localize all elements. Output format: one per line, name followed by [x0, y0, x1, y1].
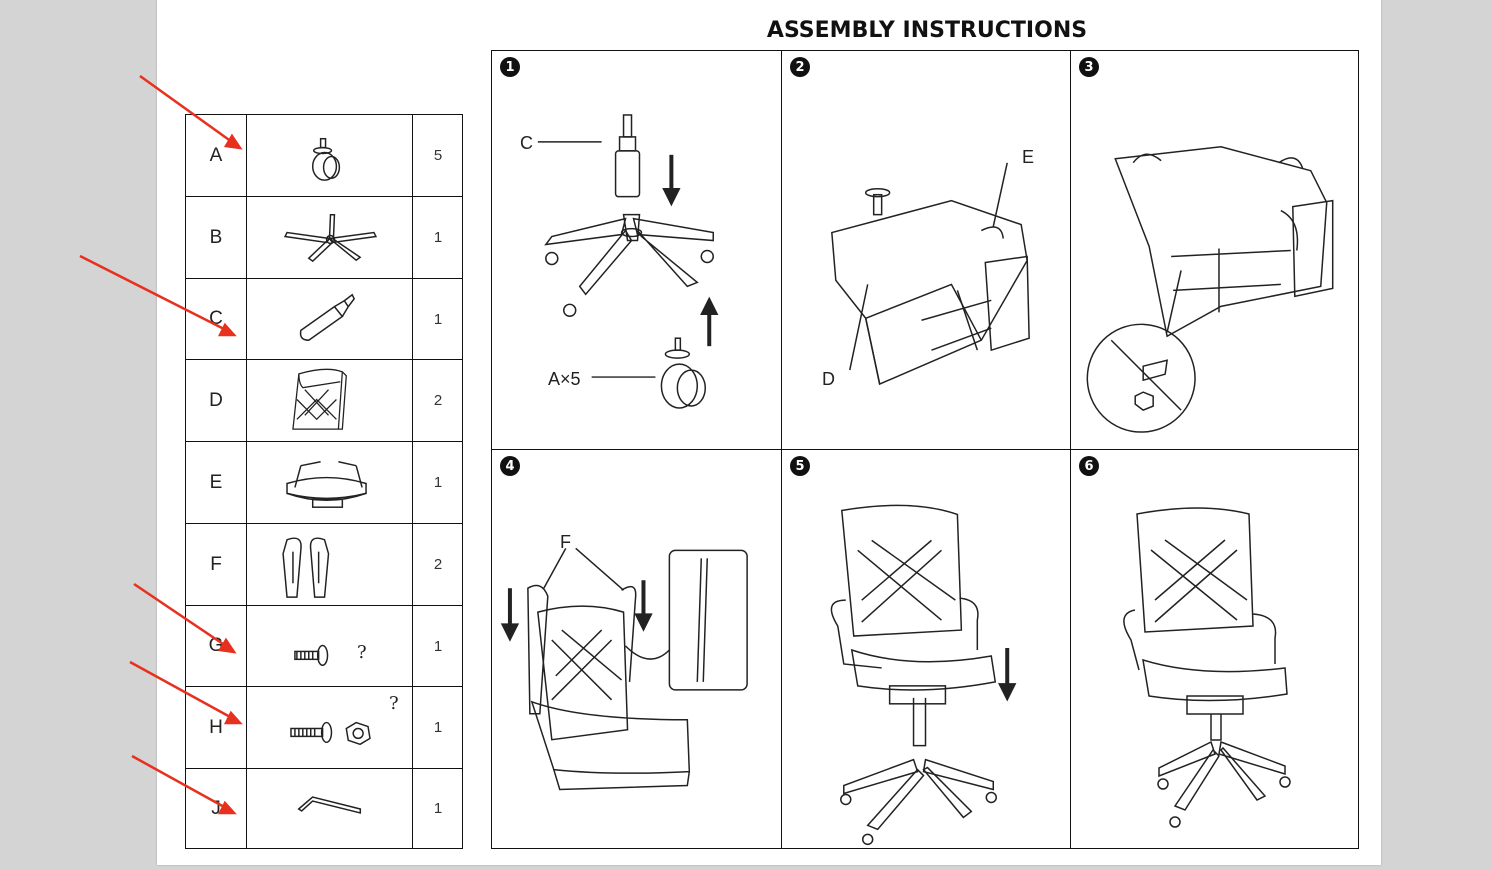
part-letter: G	[186, 606, 247, 686]
part-row-e: E 1	[186, 442, 462, 524]
step-4-panel: 4 F	[492, 450, 782, 848]
step-5-panel: 5	[782, 450, 1071, 848]
parts-list-table: A 5 B 1 C 1 D	[185, 114, 463, 849]
part-qty: 2	[433, 556, 443, 573]
label-c: C	[520, 133, 533, 153]
step-number-badge: 1	[500, 57, 520, 77]
part-qty: 1	[433, 800, 443, 817]
label-ax5: A×5	[548, 369, 581, 389]
step-3-panel: 3	[1071, 51, 1359, 450]
part-row-c: C 1	[186, 279, 462, 360]
five-star-base-icon	[247, 197, 413, 278]
document-page	[157, 0, 1381, 865]
part-row-d: D 2	[186, 360, 462, 442]
part-letter: H	[186, 687, 247, 768]
part-letter: D	[186, 360, 247, 441]
part-qty: 5	[433, 147, 443, 164]
step-1-panel: 1 C A×5	[492, 51, 782, 450]
page-title: ASSEMBLY INSTRUCTIONS	[766, 18, 1088, 43]
armrest-icon	[247, 524, 413, 605]
part-qty: 1	[433, 637, 443, 655]
allen-key-icon	[247, 769, 413, 848]
part-row-g: G ? 1	[186, 606, 462, 687]
part-qty: 1	[433, 229, 443, 246]
step-6-panel: 6	[1071, 450, 1359, 848]
bolt-and-nut-icon: ?	[247, 687, 413, 768]
part-row-a: A 5	[186, 115, 462, 197]
part-letter: B	[186, 197, 247, 278]
part-row-b: B 1	[186, 197, 462, 279]
part-row-f: F 2	[186, 524, 462, 606]
label-d: D	[822, 369, 835, 389]
step-number-badge: 3	[1079, 57, 1099, 77]
caster-wheel-icon	[247, 115, 413, 196]
part-qty: 1	[433, 474, 443, 491]
part-qty: 1	[433, 310, 443, 328]
label-e: E	[1022, 147, 1035, 167]
part-row-j: J 1	[186, 769, 462, 848]
part-letter: J	[186, 769, 247, 848]
part-row-h: H ? 1	[186, 687, 462, 769]
step-number-badge: 2	[790, 57, 810, 77]
step-number-badge: 5	[790, 456, 810, 476]
bolt-icon: ?	[247, 606, 413, 686]
part-letter: C	[186, 279, 247, 359]
label-f: F	[560, 532, 571, 552]
backrest-panel-icon	[247, 360, 413, 441]
part-letter: F	[186, 524, 247, 605]
question-mark: ?	[357, 642, 367, 663]
step-number-badge: 4	[500, 456, 520, 476]
part-letter: A	[186, 115, 247, 196]
part-letter: E	[186, 442, 247, 523]
part-qty: 1	[433, 719, 443, 736]
question-mark: ?	[389, 693, 399, 714]
part-qty: 2	[433, 392, 443, 409]
step-2-panel: 2 E D	[782, 51, 1071, 450]
gas-cylinder-icon	[247, 279, 413, 359]
seat-icon	[247, 442, 413, 523]
step-number-badge: 6	[1079, 456, 1099, 476]
assembly-steps-grid: 1 C A×5 2 E D 3	[491, 50, 1359, 849]
